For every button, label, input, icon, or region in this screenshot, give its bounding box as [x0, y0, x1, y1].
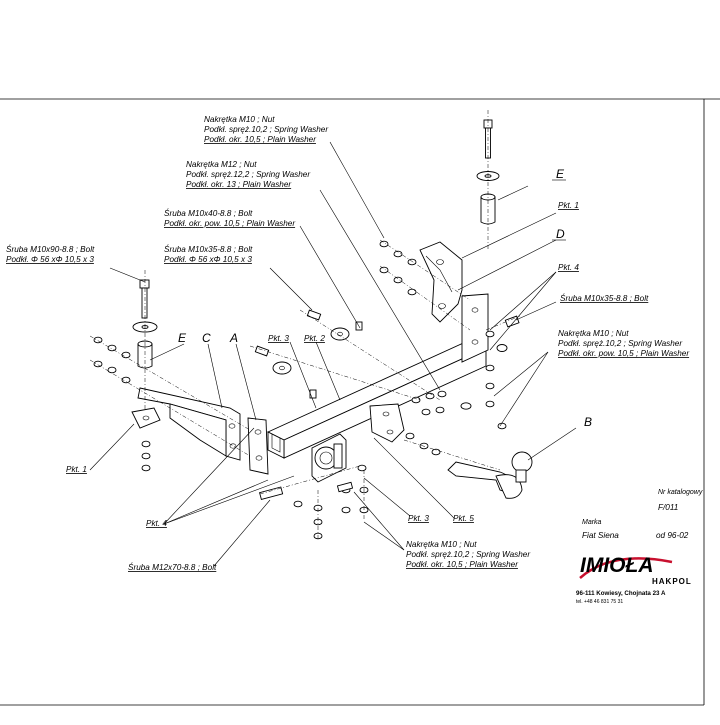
logo-brand: IMIOŁA: [580, 554, 654, 577]
callout-nut-m10-top: Nakrętka M10 ; Nut Podkł. spręż.10,2 ; S…: [204, 115, 328, 144]
letter-e-right: E: [556, 167, 565, 181]
letter-e-left: E: [178, 331, 187, 345]
letter-c: C: [202, 331, 211, 345]
callout-line: Śruba M10x40-8.8 ; Bolt: [164, 207, 253, 218]
callout-nut-m12: Nakrętka M12 ; Nut Podkł. spręż.12,2 ; S…: [186, 160, 310, 189]
callout-line: Podkł. okr. 13 ; Plain Washer: [186, 180, 291, 189]
callout-bolt-m10x35-right: Śruba M10x35-8.8 ; Bolt: [560, 292, 649, 303]
pkt-4-left: Pkt. 4: [146, 519, 167, 528]
fastener-stack-center: [405, 390, 472, 456]
fastener-stack-bottom: [293, 464, 369, 540]
callout-line: Śruba M10x35-8.8 ; Bolt: [164, 243, 253, 254]
callout-bolt-m10x35-left: Śruba M10x35-8.8 ; Bolt Podkł. Φ 56 xΦ 1…: [164, 243, 253, 264]
callout-line: Podkł. Φ 56 xΦ 10,5 x 3: [164, 255, 252, 264]
logo-swoosh: [579, 557, 673, 579]
callout-line: Podkł. okr. pow. 10,5 ; Plain Washer: [164, 219, 295, 228]
pkt-1-right: Pkt. 1: [558, 201, 579, 210]
clamp-plate-left: [131, 407, 161, 429]
logo-sub: HAKPOL: [652, 577, 692, 586]
socket-plate: [311, 433, 347, 483]
callout-line: Nakrętka M10 ; Nut: [406, 540, 477, 549]
callout-bolt-m12x70: Śruba M12x70-8.8 ; Bolt: [128, 561, 217, 572]
spacer-e-left: [137, 340, 153, 369]
callout-line: Podkł. okr. 10,5 ; Plain Washer: [406, 560, 518, 569]
callout-bolt-m10x90: Śruba M10x90-8.8 ; Bolt Podkł. Φ 56 xΦ 1…: [6, 243, 95, 264]
callout-bolt-m10x40: Śruba M10x40-8.8 ; Bolt Podkł. okr. pow.…: [164, 207, 295, 228]
pkt-2: Pkt. 2: [304, 334, 325, 343]
imiola-logo: IMIOŁA HAKPOL: [579, 554, 692, 586]
pkt-5: Pkt. 5: [453, 514, 474, 523]
leader-lines: [89, 141, 577, 567]
bracket-c: [137, 387, 241, 461]
callout-line: Podkł. okr. 10,5 ; Plain Washer: [204, 135, 316, 144]
callout-line: Nakrętka M10 ; Nut: [558, 329, 629, 338]
end-plate-right: [461, 293, 489, 363]
catalog-number: F/011: [658, 503, 678, 512]
end-plate-a: [247, 417, 269, 475]
pkt-3-top: Pkt. 3: [268, 334, 289, 343]
callout-line: Podkł. Φ 56 xΦ 10,5 x 3: [6, 255, 94, 264]
make-label: Marka: [582, 519, 602, 526]
company-address: 96-111 Kowiesy, Chojnata 23 A: [576, 590, 666, 597]
callout-line: Podkł. spręż.10,2 ; Spring Washer: [406, 550, 530, 559]
model-name: Fiat Siena: [582, 531, 619, 540]
callout-line: Nakrętka M10 ; Nut: [204, 115, 275, 124]
letter-d: D: [556, 227, 565, 241]
catalog-label: Nr katalogowy: [658, 489, 703, 496]
tow-ball-b: [447, 451, 533, 499]
letter-a: A: [229, 331, 238, 345]
pkt-4-right: Pkt. 4: [558, 263, 579, 272]
callout-line: Nakrętka M12 ; Nut: [186, 160, 257, 169]
callout-line: Podkł. spręż.10,2 ; Spring Washer: [204, 125, 328, 134]
fastener-stack-right: [485, 315, 520, 430]
bracket-d: [419, 241, 463, 323]
pkt-3-bottom: Pkt. 3: [408, 514, 429, 523]
letter-b: B: [584, 415, 592, 429]
ball-mount-bracket: [369, 403, 405, 443]
model-years: od 96-02: [656, 531, 689, 540]
callout-line: Podkł. spręż.12,2 ; Spring Washer: [186, 170, 310, 179]
centerlines: [89, 110, 521, 540]
callout-nut-m10-bottom: Nakrętka M10 ; Nut Podkł. spręż.10,2 ; S…: [406, 540, 530, 569]
washer-large-mid: [272, 327, 350, 375]
callout-line: Podkł. spręż.10,2 ; Spring Washer: [558, 339, 682, 348]
callout-nut-m10-right: Nakrętka M10 ; Nut Podkł. spręż.10,2 ; S…: [558, 329, 689, 358]
company-phone: tel. +48 46 831 75 31: [576, 599, 623, 605]
crossbar-tube: [266, 339, 488, 459]
pkt-1-left: Pkt. 1: [66, 465, 87, 474]
fastener-stack-top: [379, 240, 417, 296]
callout-line: Śruba M10x90-8.8 ; Bolt: [6, 243, 95, 254]
callout-line: Podkł. okr. pow. 10,5 ; Plain Washer: [558, 349, 689, 358]
